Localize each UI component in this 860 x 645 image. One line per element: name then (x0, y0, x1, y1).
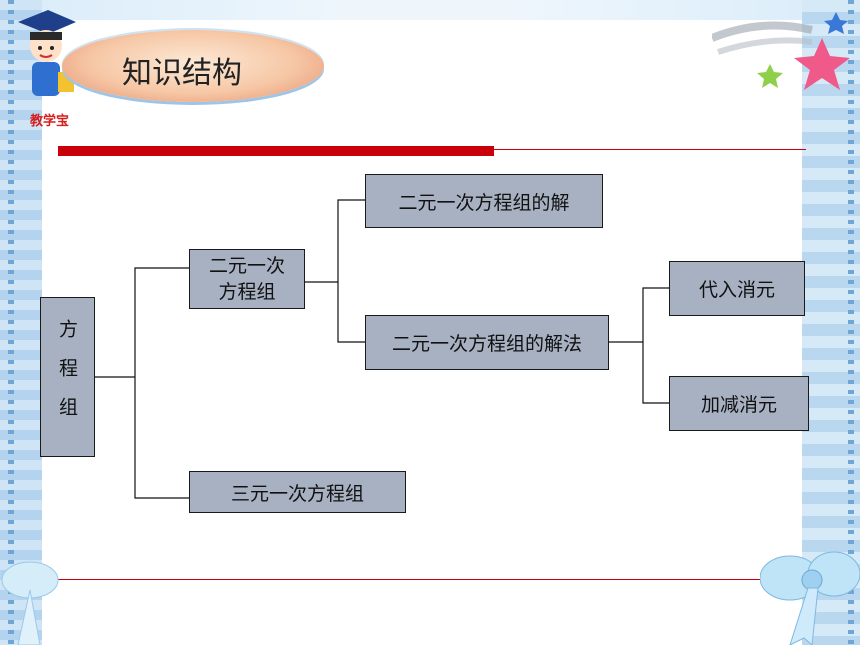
brand-label: 教学宝 (30, 114, 70, 129)
title-banner (62, 30, 324, 102)
node-substitution: 代入消元 (669, 261, 805, 316)
node-ternary-system: 三元一次方程组 (189, 471, 406, 513)
node-root-label: 方程组 (56, 318, 78, 436)
node-elimination-label: 加减消元 (700, 394, 777, 416)
left-decor-dots (8, 0, 14, 645)
page-title: 知识结构 (122, 56, 242, 91)
right-decor-dots (848, 0, 854, 645)
stars-icon (712, 12, 850, 90)
right-decor-border (802, 0, 860, 645)
connector-root-branch (134, 267, 189, 499)
node-substitution-label: 代入消元 (698, 279, 775, 301)
node-elimination: 加减消元 (669, 376, 809, 431)
node-binary-system-label: 二元一次 方程组 (208, 255, 285, 303)
connector-binary-branch (337, 199, 365, 343)
top-decor-band (0, 0, 860, 20)
mascot-icon (18, 10, 76, 96)
node-binary-system: 二元一次 方程组 (189, 249, 305, 309)
header-red-bar (58, 146, 494, 156)
left-decor-border (0, 0, 42, 645)
node-solution: 二元一次方程组的解 (365, 174, 603, 228)
ribbon-bow-icon (760, 551, 860, 645)
node-solving-method: 二元一次方程组的解法 (365, 315, 609, 370)
header-divider-line (494, 149, 806, 150)
connector-method-branch (642, 287, 669, 404)
node-solution-label: 二元一次方程组的解 (398, 191, 570, 214)
node-root: 方程组 (40, 297, 95, 457)
node-solving-method-label: 二元一次方程组的解法 (391, 333, 582, 355)
ribbon-bow-left-icon (1, 561, 59, 645)
footer-divider-line (58, 579, 806, 580)
node-ternary-system-label: 三元一次方程组 (230, 482, 364, 505)
